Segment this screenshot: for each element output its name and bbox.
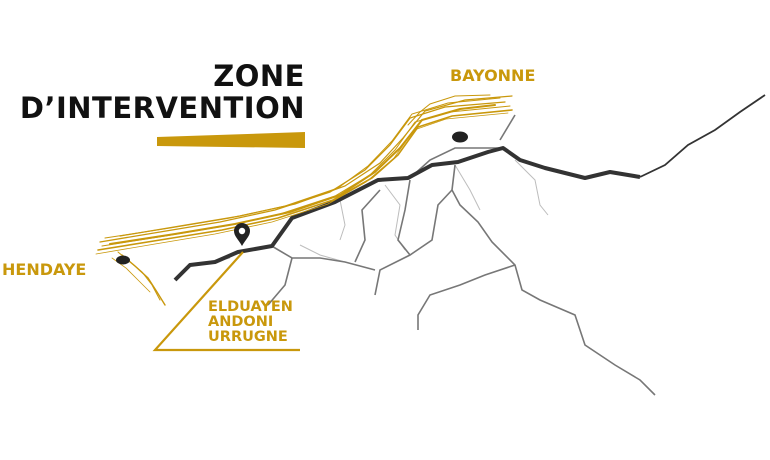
city-dot-icon xyxy=(452,131,468,143)
site-label-line-2: ANDONI xyxy=(208,314,274,330)
city-label-bayonne: BAYONNE xyxy=(450,66,536,85)
secondary-roads xyxy=(267,114,656,396)
main-road xyxy=(173,146,641,282)
map-title: ZONE D’INTERVENTION xyxy=(0,60,305,124)
city-label-hendaye: HENDAYE xyxy=(2,260,87,279)
map-title-line-1: ZONE xyxy=(213,59,305,93)
coastline xyxy=(95,94,513,306)
site-leader-line xyxy=(152,251,300,352)
site-label: ELDUAYEN ANDONI URRUGNE xyxy=(208,300,293,345)
map-title-line-2: D’INTERVENTION xyxy=(19,91,305,125)
main-road-extension xyxy=(639,94,766,178)
site-label-line-1: ELDUAYEN xyxy=(208,299,293,315)
site-label-line-3: URRUGNE xyxy=(208,329,288,345)
city-dot-icon xyxy=(116,255,130,265)
title-underline-bar xyxy=(157,132,305,148)
map-pin-icon[interactable] xyxy=(234,223,250,246)
